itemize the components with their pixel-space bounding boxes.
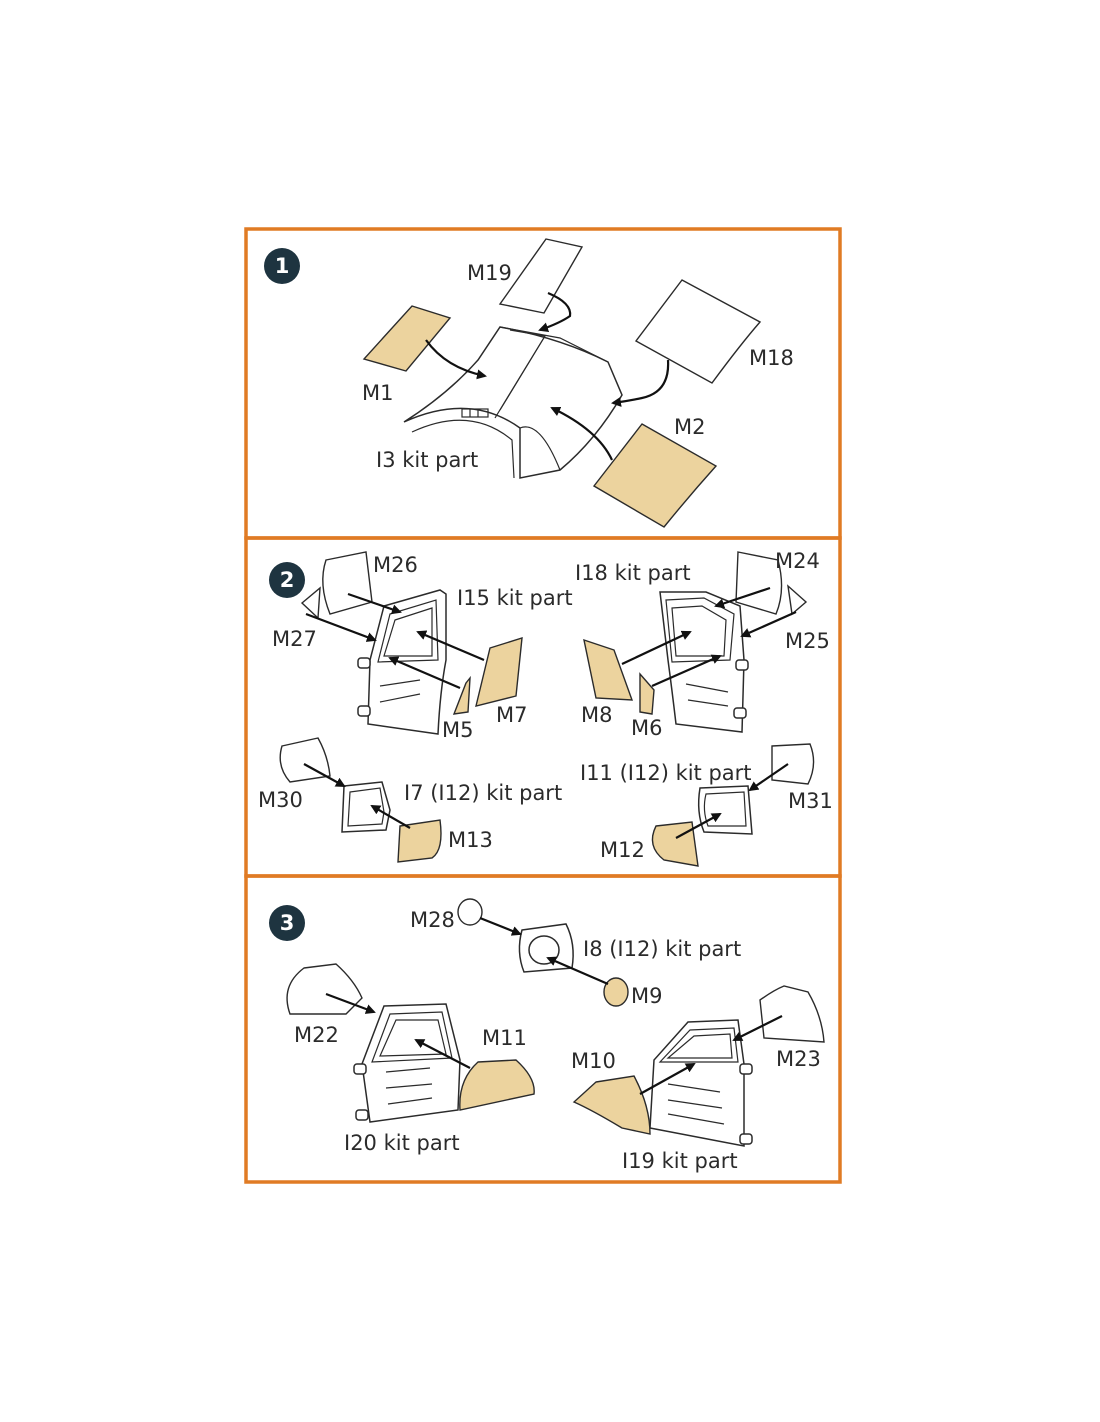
m28-mask — [457, 898, 483, 926]
i15-kit-part-shape — [357, 589, 447, 735]
svg-text:M13: M13 — [448, 828, 493, 852]
svg-text:I18 kit part: I18 kit part — [575, 561, 691, 585]
svg-text:M19: M19 — [467, 261, 512, 285]
i7-kit-part-shape — [341, 781, 391, 833]
svg-text:M28: M28 — [410, 908, 455, 932]
m26-mask — [322, 551, 373, 615]
m13-mask — [397, 819, 442, 863]
svg-text:I19 kit part: I19 kit part — [622, 1149, 738, 1173]
svg-text:I7 (I12) kit part: I7 (I12) kit part — [404, 781, 562, 805]
m1-mask — [362, 305, 452, 372]
svg-text:M24: M24 — [775, 549, 820, 573]
i18-kit-part-shape — [659, 591, 749, 733]
i20-kit-part-shape — [353, 1003, 461, 1123]
m25-mask — [787, 584, 808, 616]
svg-text:I20 kit part: I20 kit part — [344, 1131, 460, 1155]
step-3-badge: 3 — [269, 905, 305, 941]
svg-text:M30: M30 — [258, 788, 303, 812]
svg-text:M18: M18 — [749, 346, 794, 370]
m27-mask — [300, 586, 321, 620]
m5-mask — [452, 675, 471, 715]
m6-mask — [639, 672, 655, 715]
svg-text:I8 (I12) kit part: I8 (I12) kit part — [583, 937, 741, 961]
m2-mask — [592, 423, 718, 528]
svg-text:I15 kit part: I15 kit part — [457, 586, 573, 610]
svg-text:3: 3 — [280, 911, 295, 935]
i3-kit-part-shape — [403, 326, 623, 479]
svg-text:1: 1 — [275, 254, 290, 278]
svg-text:M2: M2 — [674, 415, 705, 439]
m22-mask — [286, 963, 363, 1015]
svg-text:M12: M12 — [600, 838, 645, 862]
i19-kit-part-shape — [649, 1019, 753, 1147]
step-1-panel: 1 M19 M18 M1 M2 I3 kit part — [244, 227, 842, 540]
m10-mask — [572, 1075, 651, 1135]
i11-kit-part-shape — [697, 785, 753, 835]
m8-mask — [583, 638, 634, 701]
m7-mask — [475, 637, 523, 707]
step-2-panel: 2 M26 M27 I15 kit part M5 M7 — [244, 536, 842, 878]
step-3-frame — [244, 874, 842, 1184]
svg-text:M27: M27 — [272, 627, 317, 651]
svg-text:M11: M11 — [482, 1026, 527, 1050]
svg-text:M9: M9 — [631, 984, 662, 1008]
svg-text:M22: M22 — [294, 1023, 339, 1047]
step-3-panel: 3 M28 I8 (I12) kit part M9 M22 M1 — [244, 874, 842, 1184]
m23-mask — [759, 985, 825, 1043]
m31-mask — [771, 743, 815, 785]
step-1-badge: 1 — [264, 248, 300, 284]
m11-mask — [459, 1059, 535, 1111]
svg-text:I11 (I12) kit part: I11 (I12) kit part — [580, 761, 752, 785]
m18-mask — [634, 279, 762, 384]
svg-text:M25: M25 — [785, 629, 830, 653]
svg-text:M6: M6 — [631, 716, 662, 740]
svg-text:M1: M1 — [362, 381, 393, 405]
svg-text:2: 2 — [280, 568, 295, 592]
svg-text:I3 kit part: I3 kit part — [376, 448, 478, 472]
svg-text:M31: M31 — [788, 789, 833, 813]
m24-mask — [735, 551, 783, 615]
svg-text:M8: M8 — [581, 703, 612, 727]
svg-text:M10: M10 — [571, 1049, 616, 1073]
svg-text:M26: M26 — [373, 553, 418, 577]
step-2-badge: 2 — [269, 562, 305, 598]
svg-text:M5: M5 — [442, 718, 473, 742]
m19-mask — [498, 238, 584, 314]
m9-mask — [603, 977, 629, 1007]
svg-text:M7: M7 — [496, 703, 527, 727]
svg-text:M23: M23 — [776, 1047, 821, 1071]
